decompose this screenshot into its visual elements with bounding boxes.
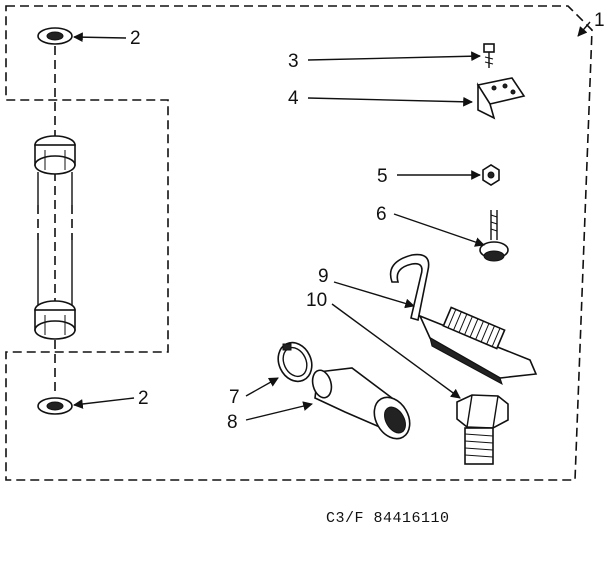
hose-assembly xyxy=(34,27,76,415)
callout-4: 4 xyxy=(288,88,299,109)
callout-7: 7 xyxy=(229,387,240,408)
callout-10: 10 xyxy=(306,290,327,311)
hex-bolt-icon xyxy=(456,394,509,465)
callout-6: 6 xyxy=(376,204,387,225)
callout-1: 1 xyxy=(594,10,605,31)
clip-plate-icon xyxy=(476,77,526,120)
callout-2-bottom: 2 xyxy=(138,388,149,409)
callout-8: 8 xyxy=(227,412,238,433)
foot-bolt-icon xyxy=(479,210,509,262)
nut-icon xyxy=(482,164,500,186)
lower-coupling-icon xyxy=(34,300,76,340)
ring-clamp-icon xyxy=(277,341,313,383)
upper-coupling-icon xyxy=(34,135,76,175)
callout-2-top: 2 xyxy=(130,28,141,49)
callout-3: 3 xyxy=(288,51,299,72)
kit-outline xyxy=(5,5,593,481)
diagram-code: C3/F 84416110 xyxy=(326,510,450,527)
callout-5: 5 xyxy=(377,166,388,187)
screw-icon xyxy=(483,43,495,68)
connector-tube-icon xyxy=(311,367,411,440)
callout-9: 9 xyxy=(318,266,329,287)
bracket-spring-icon xyxy=(389,253,538,386)
